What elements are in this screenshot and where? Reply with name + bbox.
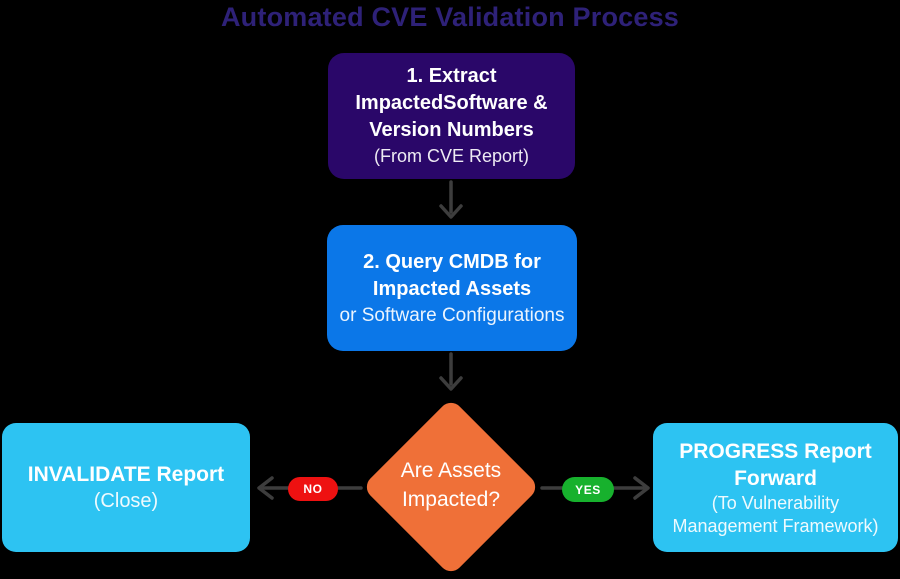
node-subtitle: or Software Configurations: [339, 304, 565, 326]
yes-branch-badge: YES: [562, 477, 614, 502]
node-query-cmdb: 2. Query CMDB for Impacted Assets or Sof…: [327, 225, 577, 351]
node-progress-report: PROGRESS Report Forward (To Vulnerabilit…: [653, 423, 898, 552]
node-title-line: PROGRESS Report: [679, 439, 872, 463]
page-title: Automated CVE Validation Process: [220, 2, 680, 32]
arrow-left-icon: [257, 476, 274, 500]
node-title-line: INVALIDATE Report: [27, 462, 225, 486]
no-branch-badge: NO: [288, 477, 338, 501]
node-invalidate-report: INVALIDATE Report (Close): [2, 423, 250, 552]
decision-assets-impacted: Are Assets Impacted?: [363, 456, 539, 514]
node-title-line: Version Numbers: [369, 119, 534, 141]
decision-label-line: Impacted?: [401, 488, 501, 511]
node-title-line: Impacted Assets: [372, 277, 532, 300]
arrow-right-icon: [633, 476, 650, 500]
arrow-down-icon: [439, 204, 463, 219]
arrow-down-icon: [439, 376, 463, 391]
node-extract-software: 1. Extract ImpactedSoftware & Version Nu…: [328, 53, 575, 179]
node-title-line: 2. Query CMDB for: [363, 250, 541, 273]
decision-label-line: Are Assets: [400, 459, 502, 482]
node-title-line: Forward: [734, 466, 817, 490]
node-title-line: ImpactedSoftware &: [355, 92, 548, 114]
node-title-line: 1. Extract: [406, 65, 497, 87]
node-subtitle-line: Management Framework): [672, 515, 879, 536]
node-subtitle: (Close): [93, 489, 159, 512]
node-subtitle-line: (To Vulnerability: [711, 492, 840, 513]
node-subtitle: (From CVE Report): [373, 146, 530, 166]
